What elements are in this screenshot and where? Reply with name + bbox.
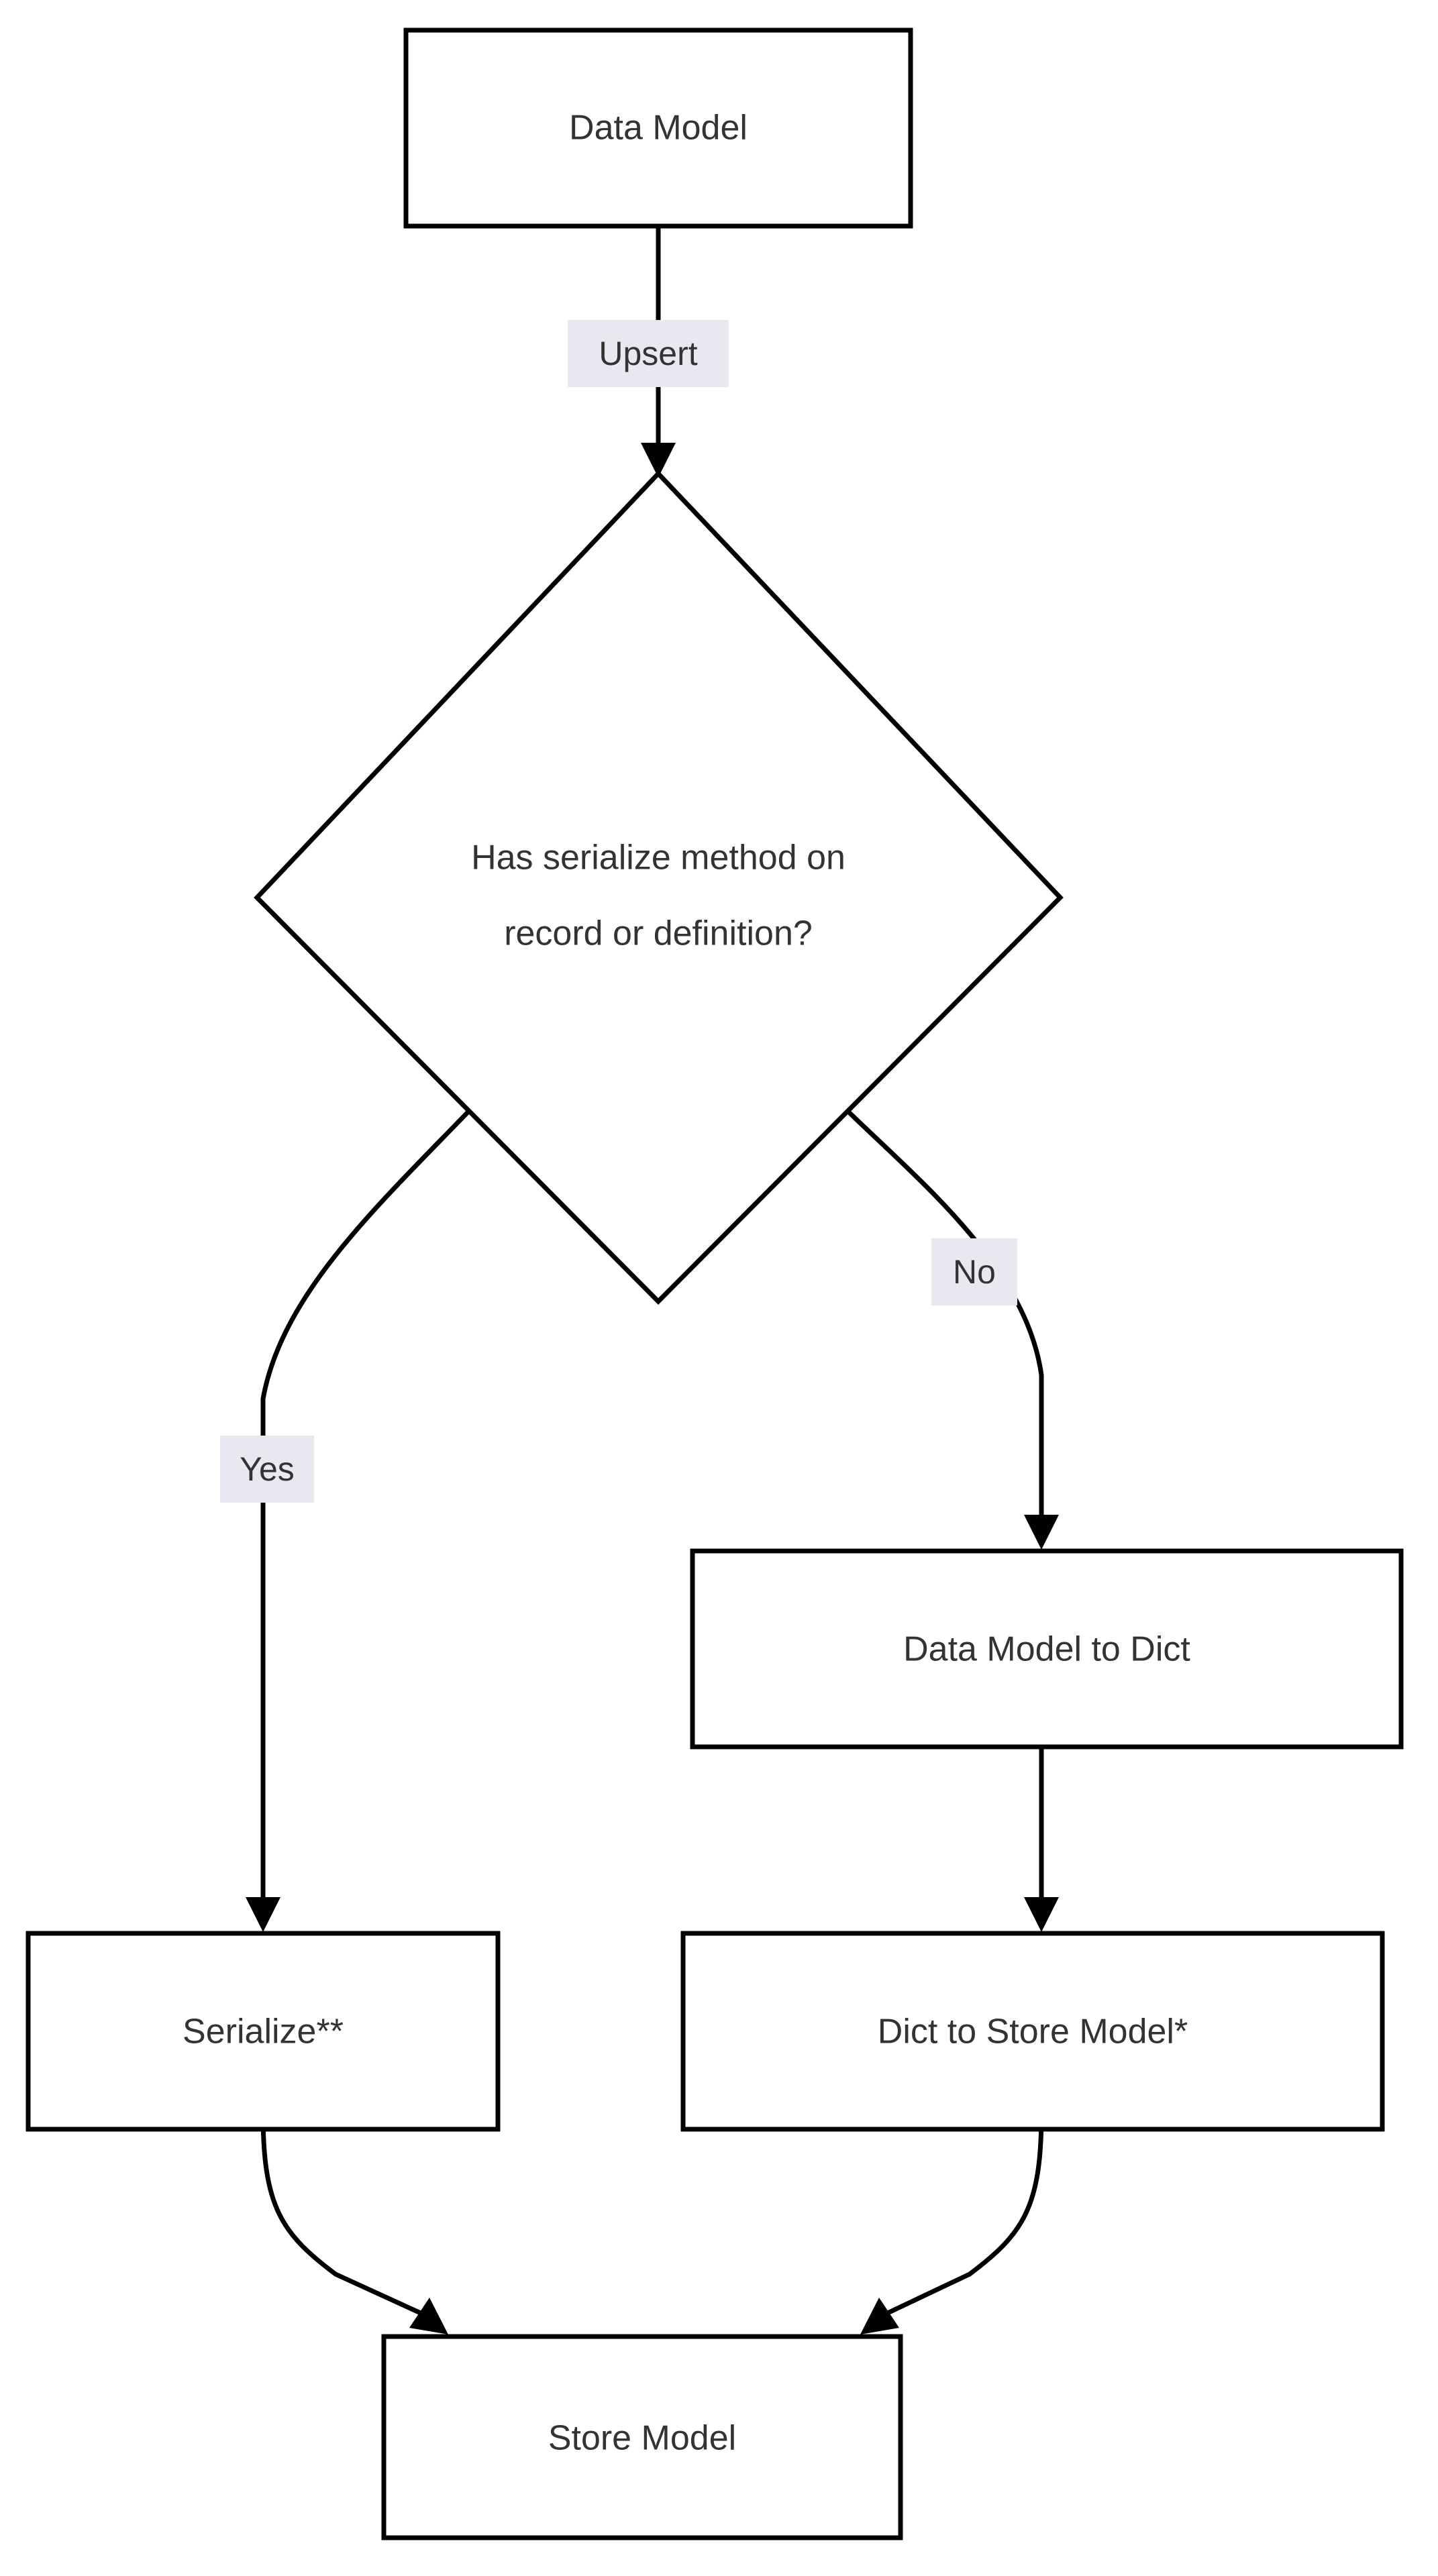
- node-has-serialize-diamond[interactable]: [254, 470, 1064, 1305]
- node-data-model-to-dict-label: Data Model to Dict: [903, 1630, 1190, 1669]
- node-data-model-label: Data Model: [569, 109, 748, 148]
- edge-line: [260, 1108, 472, 1902]
- edge-label-no-text: No: [953, 1253, 996, 1291]
- node-dict-to-store-model[interactable]: Dict to Store Model*: [680, 1931, 1385, 2132]
- edge-label-upsert: Upsert: [568, 320, 729, 387]
- node-serialize-label: Serialize**: [183, 2012, 344, 2051]
- edge-label-no: No: [931, 1238, 1017, 1305]
- node-data-model-to-dict[interactable]: Data Model to Dict: [690, 1548, 1404, 1750]
- node-data-model-box[interactable]: [403, 28, 913, 229]
- node-serialize[interactable]: Serialize**: [25, 1931, 501, 2132]
- edge-label-no-bg: [931, 1238, 1017, 1305]
- edge-label-upsert-text: Upsert: [599, 335, 697, 372]
- arrowhead-icon: [1024, 1897, 1059, 1932]
- arrowhead-icon: [246, 1897, 280, 1932]
- edge-label-yes: Yes: [220, 1436, 314, 1503]
- node-data-model[interactable]: Data Model: [403, 28, 913, 229]
- edge-label-upsert-bg: [568, 320, 729, 387]
- node-has-serialize-label-line2: record or definition?: [504, 914, 813, 953]
- edge-dict-to-store-to-store-model: [860, 2112, 1044, 2334]
- node-has-serialize-label-line1: Has serialize method on: [471, 839, 845, 877]
- arrowhead-icon: [860, 2298, 899, 2334]
- node-store-model-box[interactable]: [381, 2334, 903, 2540]
- arrowhead-icon: [1024, 1515, 1059, 1550]
- node-has-serialize-decision[interactable]: Has serialize method on record or defini…: [254, 470, 1064, 1305]
- node-store-model[interactable]: Store Model: [381, 2334, 903, 2540]
- node-dict-to-store-model-label: Dict to Store Model*: [878, 2012, 1188, 2051]
- node-store-model-label: Store Model: [548, 2419, 736, 2458]
- node-data-model-to-dict-box[interactable]: [690, 1548, 1404, 1750]
- edge-has-serialize-to-serialize: [246, 1108, 472, 1932]
- arrowhead-icon: [409, 2298, 448, 2334]
- edge-data-model-to-dict-to-dict-to-store: [1024, 1731, 1059, 1932]
- node-dict-to-store-model-box[interactable]: [680, 1931, 1385, 2132]
- edge-has-serialize-to-data-model-to-dict: [845, 1108, 1059, 1550]
- edge-serialize-to-store-model: [260, 2112, 448, 2334]
- edge-line: [845, 1108, 1044, 1519]
- edge-label-yes-bg: [220, 1436, 314, 1503]
- edge-line: [260, 2112, 432, 2320]
- edge-label-yes-text: Yes: [240, 1450, 295, 1488]
- arrowhead-icon: [641, 443, 676, 478]
- edge-line: [876, 2112, 1044, 2320]
- node-serialize-box[interactable]: [25, 1931, 501, 2132]
